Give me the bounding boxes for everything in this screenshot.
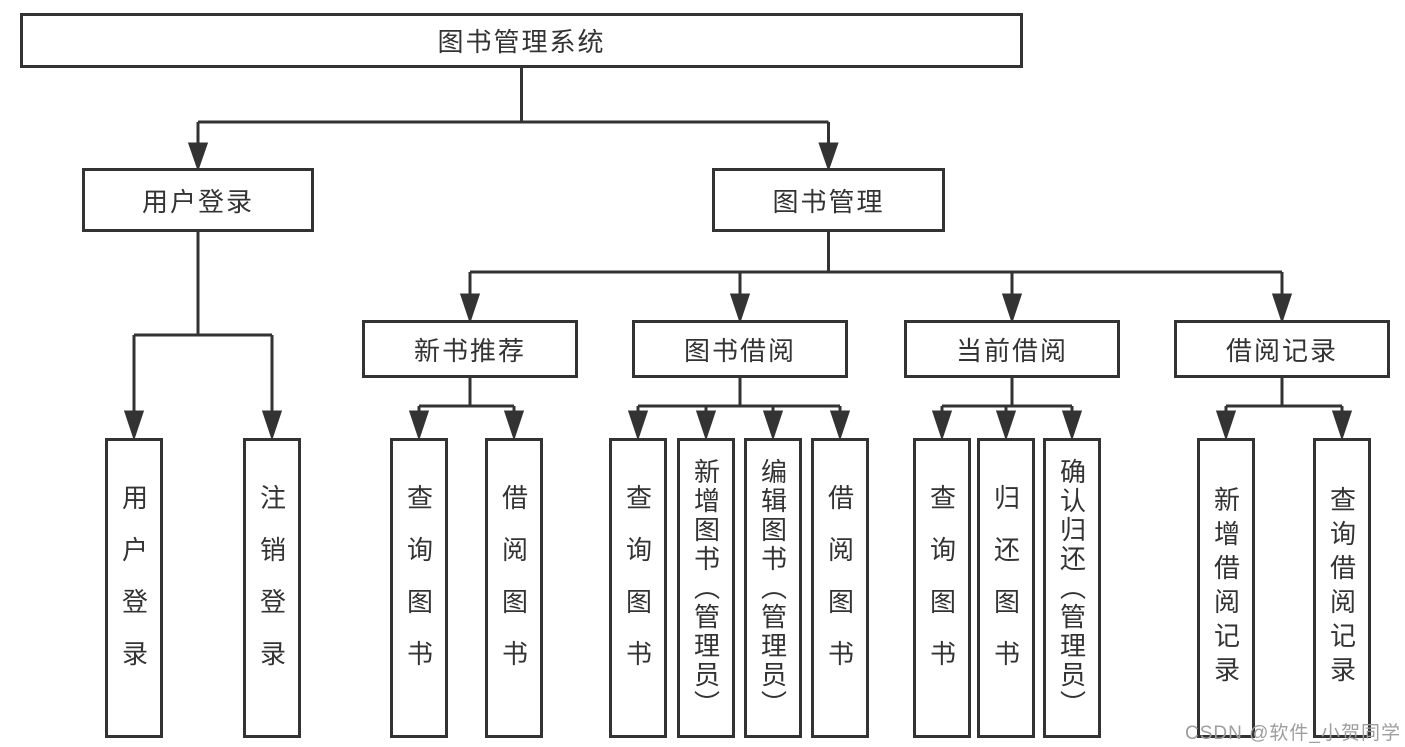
- connector-root-to-level2: [187, 68, 839, 172]
- node-current-borrow: 当前借阅: [904, 320, 1120, 378]
- leaf-edit-books-admin: 编辑图书（管理员）: [744, 438, 802, 738]
- leaf-query-books-2: 查询图书: [609, 438, 667, 738]
- csdn-watermark: CSDN @软件_小贺同学: [1185, 723, 1401, 744]
- node-borrow-record: 借阅记录: [1174, 320, 1390, 378]
- leaf-borrow-books-2: 借阅图书: [811, 438, 869, 738]
- connector-book-mgmt-children: [459, 232, 1293, 324]
- leaf-add-books-admin: 新增图书（管理员）: [677, 438, 735, 738]
- leaf-query-books-3: 查询图书: [913, 438, 971, 738]
- node-user-login: 用户登录: [82, 168, 314, 232]
- connector-user-login-children: [123, 232, 283, 441]
- leaf-logout-login: 注销登录: [243, 438, 301, 738]
- node-book-borrow: 图书借阅: [632, 320, 848, 378]
- leaf-query-books: 查询图书: [390, 438, 448, 738]
- leaf-user-login: 用户登录: [105, 438, 163, 738]
- connector-borrow-record-children: [1215, 378, 1353, 441]
- leaf-add-borrow-record: 新增借阅记录: [1197, 438, 1255, 738]
- connector-book-borrow-children: [627, 378, 851, 441]
- node-new-book-recommend: 新书推荐: [362, 320, 578, 378]
- leaf-confirm-return-admin: 确认归还（管理员）: [1043, 438, 1101, 738]
- connector-current-borrow-children: [931, 378, 1083, 441]
- connector-new-book-rec-children: [408, 378, 525, 441]
- leaf-query-borrow-record: 查询借阅记录: [1313, 438, 1371, 738]
- leaf-borrow-books: 借阅图书: [485, 438, 543, 738]
- node-library-system: 图书管理系统: [20, 13, 1023, 68]
- node-book-management: 图书管理: [712, 168, 945, 232]
- leaf-return-books: 归还图书: [977, 438, 1035, 738]
